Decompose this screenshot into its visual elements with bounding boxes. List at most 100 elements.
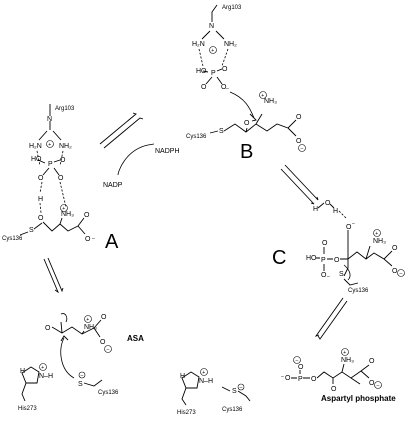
label-b: B [240,141,253,163]
cys-b-bond [209,130,219,134]
phosphate-c-o2: O [321,272,327,279]
ap-nh3: NH₃ [341,357,354,364]
arg-a-n: N [47,116,52,123]
asa-a-nh3: NH₃ [61,211,74,218]
equilibrium-c-ap [314,297,348,340]
asa-attack-arrowhead [60,335,69,342]
arg-b-plus-circle [209,46,217,54]
phosphate-c-p: P [321,257,326,264]
ap-backbone [291,363,370,385]
water-hbond [338,210,348,220]
cys-a-label: Cys136 [2,236,23,242]
nadph-label: NADPH [155,148,180,155]
asa-o: O [45,325,51,332]
intermediate-c-o-bottom: O [392,268,398,275]
intermediate-c-backbone [316,230,393,277]
equilibrium-a-b [99,112,144,149]
intermediate-c-minus: – [352,221,355,227]
phosphate-b-p: P [211,70,216,77]
asa-cys-minus: – [81,373,84,379]
asa-o-bottom: O [100,339,106,346]
cys-ap-label: Cys136 [222,407,243,413]
cofactor-exchange: NADPH NADP [99,112,180,189]
his-ap-chain [181,387,187,406]
cys-a-bond [19,231,29,236]
arg-a-plus-circle [46,140,54,148]
phosphate-a-o1: O [60,157,66,164]
ap-p: P [298,376,303,383]
arg-b-label: Arg103 [222,5,242,11]
ap-cys-bond [221,386,251,402]
ap-cys-minus-circle [237,383,245,391]
his-asa-plus-circle [39,363,47,371]
intermediate-c-plus: + [375,231,378,237]
asa-backbone [51,319,102,338]
arg-b-hbonds [198,48,229,67]
asa-a-o-top: O [84,212,90,219]
ap-o-carbonyl: O [331,386,337,393]
water-o: O [325,200,331,207]
attack-arrow-b [229,91,255,119]
asa-label: ASA [127,334,144,343]
asa-cys-bond [83,379,103,387]
cys-c-bond [343,278,359,286]
ap-plus: + [343,350,346,356]
intermediate-b-o: O [244,120,250,127]
asa-a-h: H [38,196,43,203]
his-asa-hn: H [20,368,25,375]
arg-b-h2n: H₂N [192,41,205,48]
his-asa-chain [21,382,27,402]
attack-arrowhead-b [249,113,257,122]
intermediate-c-s: S [339,271,344,278]
arg-b-nh2: NH₂ [224,41,237,48]
aspartyl-phosphate-label: Aspartyl phosphate [321,394,396,403]
arg-b-plus: + [211,48,214,54]
his-asa-nh: N–H [39,373,53,380]
his-asa-ring [21,366,40,384]
phosphate-a-hbonds [39,181,67,208]
phosphate-a-o3: O [58,175,64,182]
asa-minus-circle [104,345,112,353]
phosphate-b-ho: HO [196,68,207,75]
label-a: A [105,231,119,253]
asa-a-s: S [29,227,34,234]
arg-a-nh2: NH₂ [59,143,72,150]
asa-plus: + [86,317,89,323]
cys-b-label: Cys136 [186,134,207,140]
ap-o-left: O [285,375,291,382]
nadph-arrow [147,143,155,146]
intermediate-b-minus-circle [298,144,306,152]
equilibrium-a-asa [43,257,64,294]
phosphate-b-o2: O [201,84,207,91]
arg-b-guanidine [201,30,225,40]
ap-p-minus-top: – [296,358,299,364]
panel-a: Arg103 N H₂N NH₂ + HO P O O O H O NH₃ + … [2,104,119,253]
ap-o-bridge: O [311,376,317,383]
arg-a-h2n: H₂N [29,143,42,150]
phosphate-b-minus: – [226,86,229,92]
phosphate-c-ho: HO [306,255,317,262]
asa-o-top: O [101,314,107,321]
ap-cys-minus: – [240,385,243,391]
phosphate-c-minus: – [327,274,330,280]
asa-substrate: O NH₃ + O O – ASA S – Cys136 H N–H + His… [18,313,144,412]
phosphate-c-o1: O [322,240,328,247]
arg-a-guanidine [38,130,62,141]
his-ap-label: His273 [177,410,196,416]
cys-c-label: Cys136 [348,288,369,294]
phosphate-b-bonds [202,68,223,85]
intermediate-c-o-top: O [392,245,398,252]
asa-cys-s: S [78,381,83,388]
asa-cys-minus-circle [78,371,86,379]
water-h-right: H [333,208,338,215]
phosphate-b-o3: O [221,84,227,91]
his-ap-hn: H [180,373,185,380]
phosphate-a-bonds [37,159,61,176]
arg-b-chain [211,4,218,22]
cys-asa-label: Cys136 [98,390,119,396]
water-h-left: H [313,206,318,213]
equilibrium-b-c [280,164,319,205]
intermediate-c-plus-circle [373,229,381,237]
phosphate-a-p: P [48,161,53,168]
